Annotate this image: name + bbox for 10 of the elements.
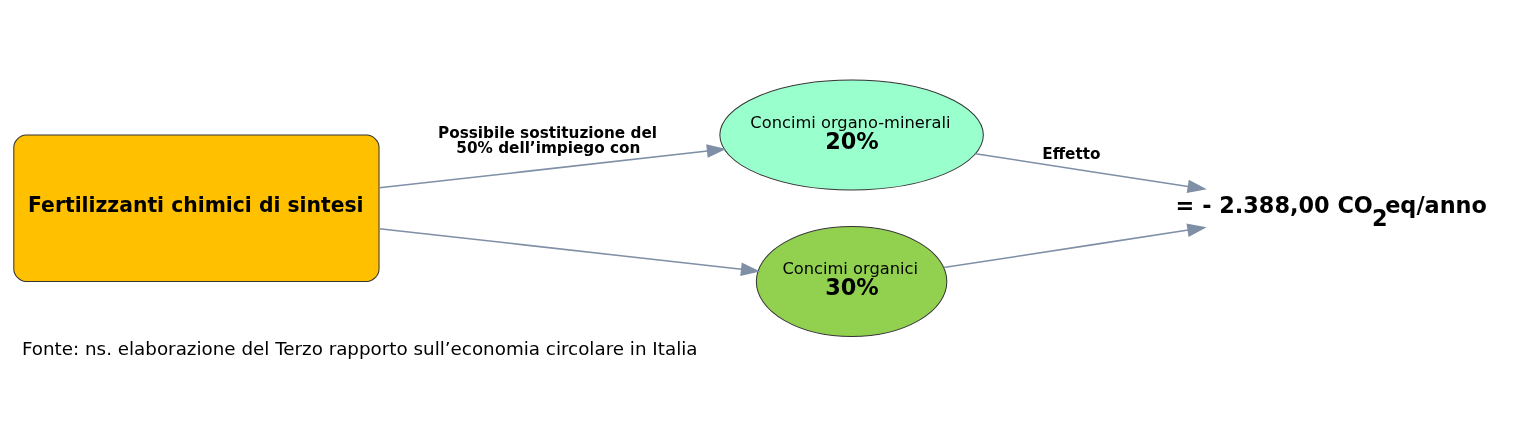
arrow	[378, 227, 761, 276]
arrow	[942, 223, 1207, 269]
caption: Fonte: ns. elaborazione del Terzo rapporto sull’economia circolare in Italia	[21, 338, 698, 360]
node-box: Fertilizzanti chimici di sintesi	[13, 134, 380, 282]
edge-label: Effetto	[1042, 145, 1101, 164]
node-ellipse: Concimi organici 30%	[755, 226, 948, 337]
node-ellipse: Concimi organo-minerali 20%	[719, 79, 984, 191]
arrow	[974, 153, 1207, 194]
edge-label: Possibile sostituzione del 50% dell’impiego con	[438, 124, 657, 158]
arrow	[378, 144, 727, 189]
